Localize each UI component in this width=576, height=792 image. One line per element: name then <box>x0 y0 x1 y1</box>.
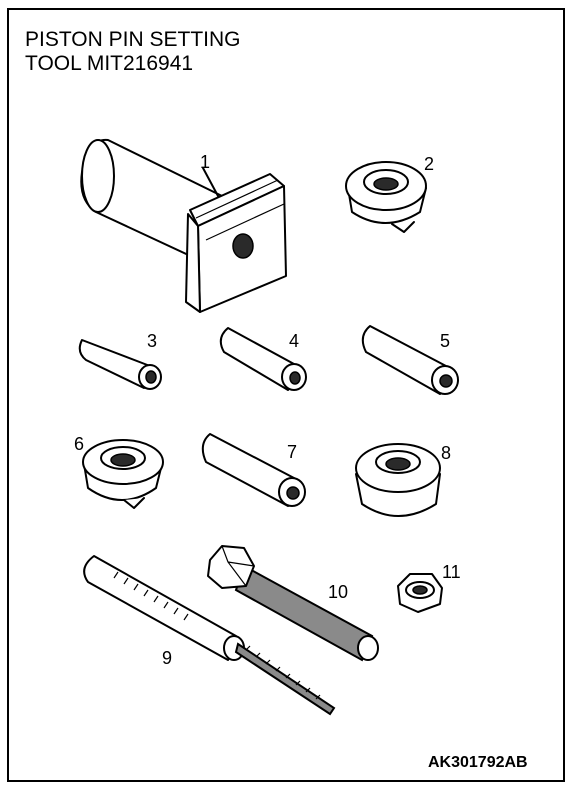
part-label-9: 9 <box>162 648 172 668</box>
part-label-2: 2 <box>424 154 434 174</box>
part-1-guide <box>80 138 287 313</box>
part-label-8: 8 <box>441 443 451 463</box>
part-5-pin <box>361 325 459 395</box>
figure-frame <box>7 8 565 782</box>
figure-title: PISTON PIN SETTING TOOL MIT216941 <box>25 28 240 76</box>
part-label-1: 1 <box>200 152 210 172</box>
part-10-bolt <box>207 545 379 662</box>
part-3-pin <box>78 339 162 390</box>
part-4-pin <box>219 327 307 391</box>
part-6-collar <box>82 439 164 509</box>
part-label-4: 4 <box>289 331 299 351</box>
part-label-11: 11 <box>442 562 461 582</box>
part-label-3: 3 <box>147 331 157 351</box>
part-7-pin <box>201 433 306 507</box>
part-label-10: 10 <box>328 582 348 602</box>
part-9-rod <box>83 555 336 716</box>
part-label-7: 7 <box>287 442 297 462</box>
title-line-1: PISTON PIN SETTING <box>25 28 241 51</box>
part-2-collar <box>345 161 427 233</box>
title-line-2: TOOL MIT216941 <box>25 52 194 75</box>
part-label-6: 6 <box>74 434 84 454</box>
leader-1 <box>202 167 219 197</box>
part-8-collar <box>355 443 441 517</box>
part-label-5: 5 <box>440 331 450 351</box>
part-11-nut <box>397 573 443 613</box>
figure-code: AK301792AB <box>428 754 528 771</box>
